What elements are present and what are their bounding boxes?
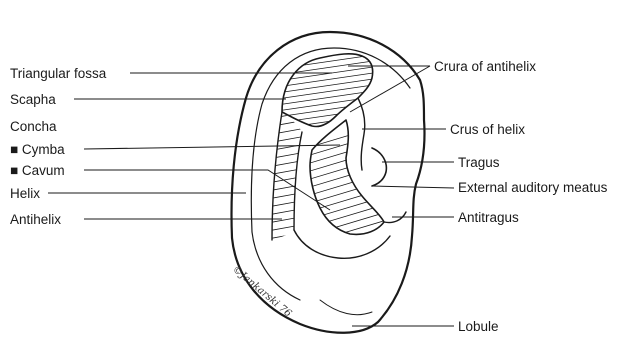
label-scapha: Scapha xyxy=(10,92,56,107)
artist-signature: ©Jankarski 76 xyxy=(230,264,294,320)
label-concha: Concha xyxy=(10,119,57,134)
leader-crura-2 xyxy=(350,66,430,112)
label-antitragus: Antitragus xyxy=(458,210,519,225)
antihelix-outline xyxy=(294,230,390,258)
label-cymba: ■ Cymba xyxy=(10,142,65,157)
label-crus-of-helix: Crus of helix xyxy=(450,122,525,137)
leader-cymba xyxy=(84,145,340,149)
label-lobule: Lobule xyxy=(458,319,499,334)
label-cavum: ■ Cavum xyxy=(10,163,65,178)
label-triangular-fossa: Triangular fossa xyxy=(10,66,107,81)
right-labels: Crura of antihelix Crus of helix Tragus … xyxy=(434,59,608,334)
leader-cavum xyxy=(84,170,330,210)
label-crura-of-antihelix: Crura of antihelix xyxy=(434,59,536,74)
label-external-auditory-meatus: External auditory meatus xyxy=(458,180,608,195)
label-antihelix: Antihelix xyxy=(10,212,61,227)
label-helix: Helix xyxy=(10,186,40,201)
scapha-hatching xyxy=(262,104,306,240)
leader-external-auditory-meatus xyxy=(372,186,454,188)
concha-outline xyxy=(310,120,384,234)
ear-drawing: ©Jankarski 76 xyxy=(230,32,424,333)
lobule-outline xyxy=(320,300,372,315)
left-labels: Triangular fossa Scapha Concha ■ Cymba ■… xyxy=(10,66,107,227)
tragus-outline xyxy=(372,148,386,186)
crus-of-helix-outline xyxy=(358,98,365,170)
label-tragus: Tragus xyxy=(458,155,500,170)
